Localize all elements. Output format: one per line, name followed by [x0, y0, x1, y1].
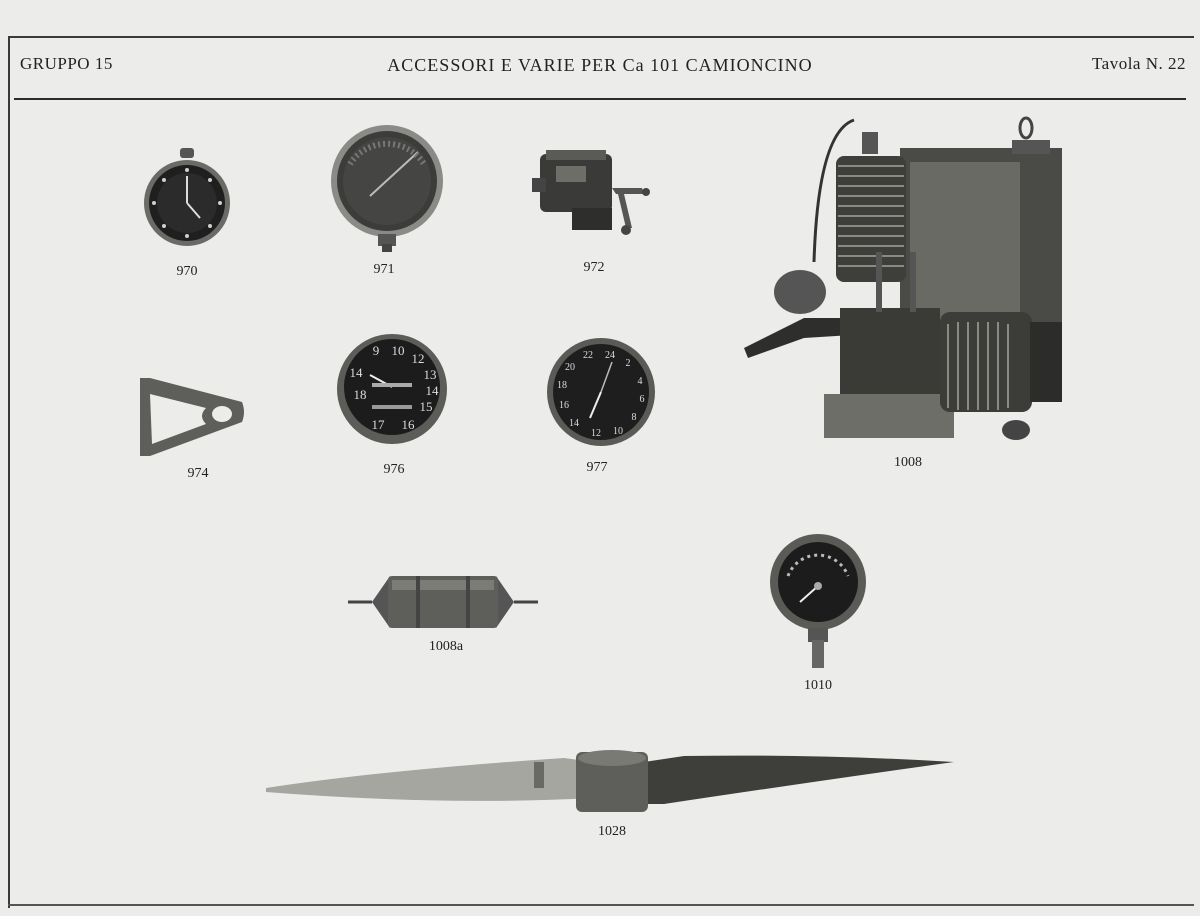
- unit-972-image: [532, 148, 656, 240]
- svg-text:14: 14: [426, 383, 440, 398]
- pressure-gauge-1010-image: [770, 532, 868, 670]
- plate-number: Tavola N. 22: [1091, 54, 1186, 73]
- item-number-972: 972: [583, 260, 605, 275]
- item-number-1010: 1010: [804, 678, 832, 693]
- item-number-971: 971: [373, 262, 395, 277]
- svg-text:16: 16: [559, 400, 569, 411]
- item-number-1008a: 1008a: [428, 639, 464, 654]
- item-number-1028: 1028: [598, 824, 626, 839]
- clock-970-image: [140, 148, 234, 248]
- svg-text:18: 18: [557, 380, 567, 391]
- item-number-974: 974: [187, 466, 209, 481]
- svg-text:2: 2: [626, 358, 631, 369]
- frame-border-left: [8, 36, 10, 908]
- engine-1008-image: [744, 112, 1066, 448]
- svg-text:13: 13: [424, 367, 437, 382]
- svg-text:4: 4: [638, 376, 643, 387]
- svg-text:9: 9: [373, 343, 380, 358]
- cylinder-1008a-image: [348, 572, 538, 634]
- svg-text:6: 6: [640, 394, 645, 405]
- svg-text:14: 14: [569, 418, 579, 429]
- svg-text:10: 10: [392, 343, 405, 358]
- frame-border-top: [8, 36, 1194, 38]
- propeller-1028-image: [264, 748, 956, 818]
- bracket-974-image: [136, 376, 248, 460]
- svg-text:18: 18: [354, 387, 367, 402]
- svg-text:20: 20: [565, 362, 575, 373]
- svg-text:10: 10: [613, 426, 623, 437]
- svg-text:22: 22: [583, 350, 593, 361]
- svg-text:14: 14: [350, 365, 364, 380]
- svg-text:16: 16: [402, 417, 416, 432]
- item-number-976: 976: [383, 462, 405, 477]
- frame-border-bottom: [8, 904, 1194, 906]
- svg-text:8: 8: [632, 412, 637, 423]
- svg-text:24: 24: [605, 350, 615, 361]
- header-divider: [14, 98, 1186, 100]
- item-number-1008: 1008: [894, 455, 922, 470]
- group-label: GRUPPO 15: [20, 54, 113, 73]
- plate-title: ACCESSORI E VARIE PER Ca 101 CAMIONCINO: [387, 55, 813, 75]
- svg-text:15: 15: [420, 399, 433, 414]
- item-number-970: 970: [176, 264, 198, 279]
- svg-text:12: 12: [412, 351, 425, 366]
- gauge-971-image: [330, 124, 444, 254]
- item-number-977: 977: [586, 460, 608, 475]
- svg-text:12: 12: [591, 428, 601, 439]
- svg-text:17: 17: [372, 417, 386, 432]
